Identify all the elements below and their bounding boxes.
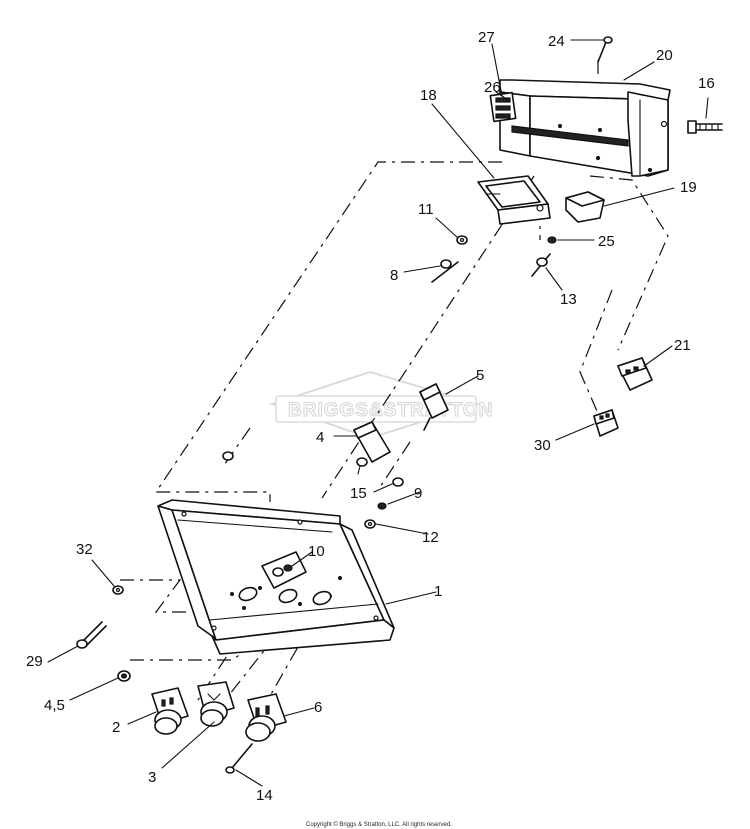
switch-part-5 (419, 383, 449, 431)
callout-26: 26 (484, 79, 501, 96)
callout-3: 3 (148, 769, 156, 786)
switch-part-4 (353, 421, 391, 475)
receptacle-part-6 (245, 693, 287, 742)
control-box (499, 79, 671, 177)
callout-1: 1 (434, 583, 442, 600)
callout-16: 16 (698, 75, 715, 92)
screw-part-24 (597, 36, 613, 63)
part-10-cluster (272, 564, 293, 577)
receptacle-part-2 (151, 687, 189, 735)
washer-part-32 (112, 585, 124, 595)
watermark-text: BRIGGS&STRATTON (288, 400, 493, 421)
callout-2: 2 (112, 719, 120, 736)
callout-27: 27 (478, 29, 495, 46)
nut-part-9 (377, 502, 387, 510)
callout-9: 9 (414, 485, 422, 502)
cover-plate-part-18 (477, 175, 551, 225)
callout-18: 18 (420, 87, 437, 104)
connector-part-21 (617, 357, 653, 391)
callout-24: 24 (548, 33, 565, 50)
nut-part-8 (431, 259, 459, 283)
nut-part-15 (392, 477, 404, 487)
callout-32: 32 (76, 541, 93, 558)
nut-part-4-5 (117, 670, 131, 682)
callout-29: 29 (26, 653, 43, 670)
leader-lines (47, 39, 709, 787)
callout-8: 8 (390, 267, 398, 284)
callout-21: 21 (674, 337, 691, 354)
receptacle-part-3 (197, 681, 235, 727)
screw-part-14 (225, 743, 253, 774)
callout-5: 5 (476, 367, 484, 384)
washer-part-25 (547, 236, 557, 244)
callout-30: 30 (534, 437, 551, 454)
callout-12: 12 (422, 529, 439, 546)
callout-11: 11 (418, 201, 434, 218)
copyright-text: Copyright © Briggs & Stratton, LLC. All … (306, 821, 452, 828)
callout-20: 20 (656, 47, 673, 64)
callout-25: 25 (598, 233, 615, 250)
callout-labels: 27 24 20 26 16 18 19 11 25 8 13 21 5 4 3… (26, 29, 715, 804)
callout-14: 14 (256, 787, 273, 804)
callout-15: 15 (350, 485, 367, 502)
nut-part-11 (456, 235, 468, 245)
nut-part-13 (531, 253, 551, 277)
bolt-part-16 (687, 120, 723, 134)
callout-19: 19 (680, 179, 697, 196)
main-panel-part-1 (157, 499, 395, 655)
nut-loose (222, 451, 234, 461)
callout-13: 13 (560, 291, 577, 308)
callout-6: 6 (314, 699, 322, 716)
callout-4-5: 4,5 (44, 697, 65, 714)
callout-10: 10 (308, 543, 325, 560)
module-part-19 (565, 191, 605, 223)
bolt-part-29 (76, 621, 107, 649)
callout-4: 4 (316, 429, 324, 446)
connector-part-30 (593, 409, 619, 437)
washer-part-12 (364, 519, 376, 529)
